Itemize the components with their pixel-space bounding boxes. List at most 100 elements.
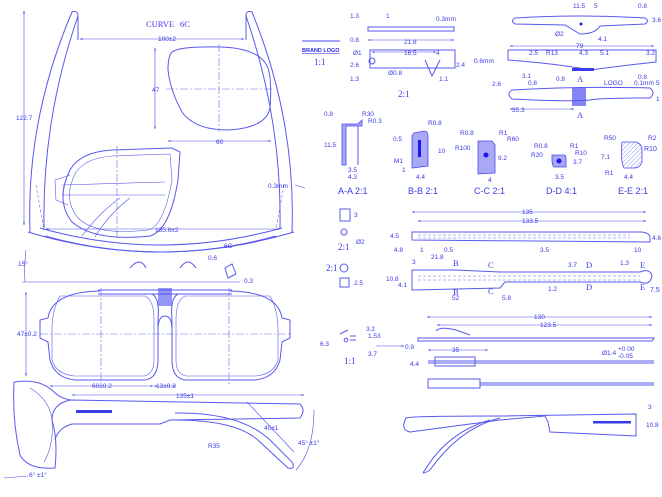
section-cc: R0.8 R1 R60 R100 9.2 4 C-C 2:1 [455, 130, 519, 196]
dim-label: 3.6 [652, 17, 661, 24]
dim-label: R0.3 [368, 118, 382, 125]
dim-label: 1.53 [368, 333, 381, 340]
dim-label: 3.7 [568, 262, 577, 269]
dim-label: 60±0.2 [92, 383, 112, 390]
section-marker: B [453, 287, 459, 297]
dim-label: 3.7 [573, 159, 582, 166]
dim-label: 130 [534, 314, 545, 321]
dim-label: 47 [152, 87, 160, 94]
dim-label: R2 [648, 135, 657, 142]
dim-label: 11.5 [573, 3, 586, 10]
dim-label: R60 [507, 136, 519, 143]
dim-label: 4 [488, 177, 492, 184]
top-view: CURVE 6C 100±2 47 60 122.7 0.3mm 135.6±2… [16, 11, 306, 285]
scale-label: 2:1 [326, 263, 338, 273]
dim-label: 0.5 [393, 136, 402, 143]
dim-label: 122.7 [16, 115, 33, 122]
left-temple-top [29, 11, 79, 233]
dim-label: 1.3 [350, 13, 359, 20]
dim-label: 4.4 [416, 174, 425, 181]
dim-label: R0.8 [534, 143, 548, 150]
dim-label: 4.8 [394, 247, 403, 254]
dim-label: 11.5 [324, 142, 337, 149]
dim-label: 0.3mm [268, 183, 288, 190]
dim-label: 10.8 [386, 276, 399, 283]
right-temple-top [245, 11, 293, 233]
dim-label: 35.3 [512, 107, 525, 114]
dim-label: 3.2 [646, 50, 655, 57]
right-lens [175, 295, 279, 377]
dim-label: 4 [436, 50, 440, 57]
dim-label: 0.3mm [436, 16, 456, 23]
dim-label: R100 [455, 145, 471, 152]
dim-label: R1 [605, 170, 614, 177]
dim-label: 2.5 [529, 50, 538, 57]
dim-label: 2.5 [354, 280, 363, 287]
section-bb: R0.8 0.5 10 M1 1 4.4 B-B 2:1 [393, 120, 446, 196]
dim-label: 3.2 [366, 326, 375, 333]
scale-label: 1:1 [314, 57, 326, 67]
dim-label: R10 [644, 146, 657, 153]
dim-label: 0.8 [528, 80, 537, 87]
dim-label: 3.1 [522, 73, 531, 80]
dim-label: 135 [522, 209, 533, 216]
section-marker: C [488, 260, 494, 270]
brand-logo: BRAND LOGO [302, 48, 340, 54]
section-marker: E [640, 282, 645, 292]
brand-logo-detail: BRAND LOGO 1:1 [302, 40, 340, 67]
dim-label: 0.9 [405, 344, 414, 351]
scale-label: 2:1 [398, 89, 410, 99]
dim-label: 3.5 [348, 167, 357, 174]
core-wire: 3.2 1.53 6.3 3.7 0.9 130 123.5 35 4.4 Ø1… [320, 314, 655, 389]
dim-label: 6C [224, 243, 233, 250]
dim-label: 5 [656, 80, 660, 87]
dim-label: 13±0.2 [156, 383, 176, 390]
dim-label: Ø0.8 [388, 70, 402, 77]
dim-label: 0.8 [556, 76, 565, 83]
dim-label: 10 [634, 247, 642, 254]
scale-label: 1:1 [344, 356, 356, 366]
section-aa: 0.8 R30 R0.3 11.5 3.5 4.3 A-A 2:1 [324, 111, 382, 196]
dim-label: R1 [499, 130, 508, 137]
lens-shape [167, 46, 272, 131]
dim-label: 3.5 [540, 247, 549, 254]
temple-final-view: 3 10.8 [403, 404, 659, 474]
bridge-logo-mark [572, 88, 586, 106]
section-marker: A [577, 110, 584, 120]
dim-label: 0.8 [638, 74, 647, 81]
section-title: A-A 2:1 [338, 186, 368, 196]
dim-label: 6° ±1° [29, 471, 47, 479]
side-view: 135±1 40±1 R35 45° ±1° 6° ±1° [3, 380, 320, 479]
dim-label: 10.8 [646, 422, 659, 429]
dim-label: 3 [648, 404, 652, 411]
dim-label: 1.1 [439, 76, 448, 83]
dim-label: 40±1 [264, 425, 279, 432]
dim-label: R35 [208, 443, 220, 450]
dim-label: 4.3 [579, 50, 588, 57]
dim-label: 5 [594, 3, 598, 10]
dim-label: 45° ±1° [298, 439, 320, 447]
section-title: E-E 2:1 [618, 186, 648, 196]
dim-label: 1 [402, 167, 406, 174]
dim-label: R1 [570, 143, 579, 150]
side-temple [13, 381, 304, 469]
hinge-detail: 1.3 1 0.3mm 0.8 21.8 Ø1 16.5 4 2.6 2.4 1… [350, 13, 465, 99]
dim-label: 1 [386, 13, 390, 20]
section-marker: D [586, 282, 592, 292]
curve-value: 6C [180, 19, 190, 29]
dim-label: 35 [452, 347, 460, 354]
dim-label: 0.3 [244, 278, 253, 285]
dim-label: 2.6 [492, 81, 501, 88]
dim-label: Ø2 [555, 31, 564, 38]
dim-label: 1 [656, 96, 660, 103]
dim-label: 16.5 [404, 50, 417, 57]
dim-label: R0.8 [428, 120, 442, 127]
section-marker: C [488, 286, 494, 296]
dim-label: 1.2 [548, 286, 557, 293]
bridge-top-view [129, 261, 237, 279]
temple-side-view: 3 21.8 3.7 1.3 10.8 4.1 7.5 1.2 52 5.8 B… [386, 254, 660, 302]
dim-label: 4.4 [410, 361, 419, 368]
section-marker: D [586, 260, 592, 270]
dim-label: 0.6mm [474, 58, 494, 65]
